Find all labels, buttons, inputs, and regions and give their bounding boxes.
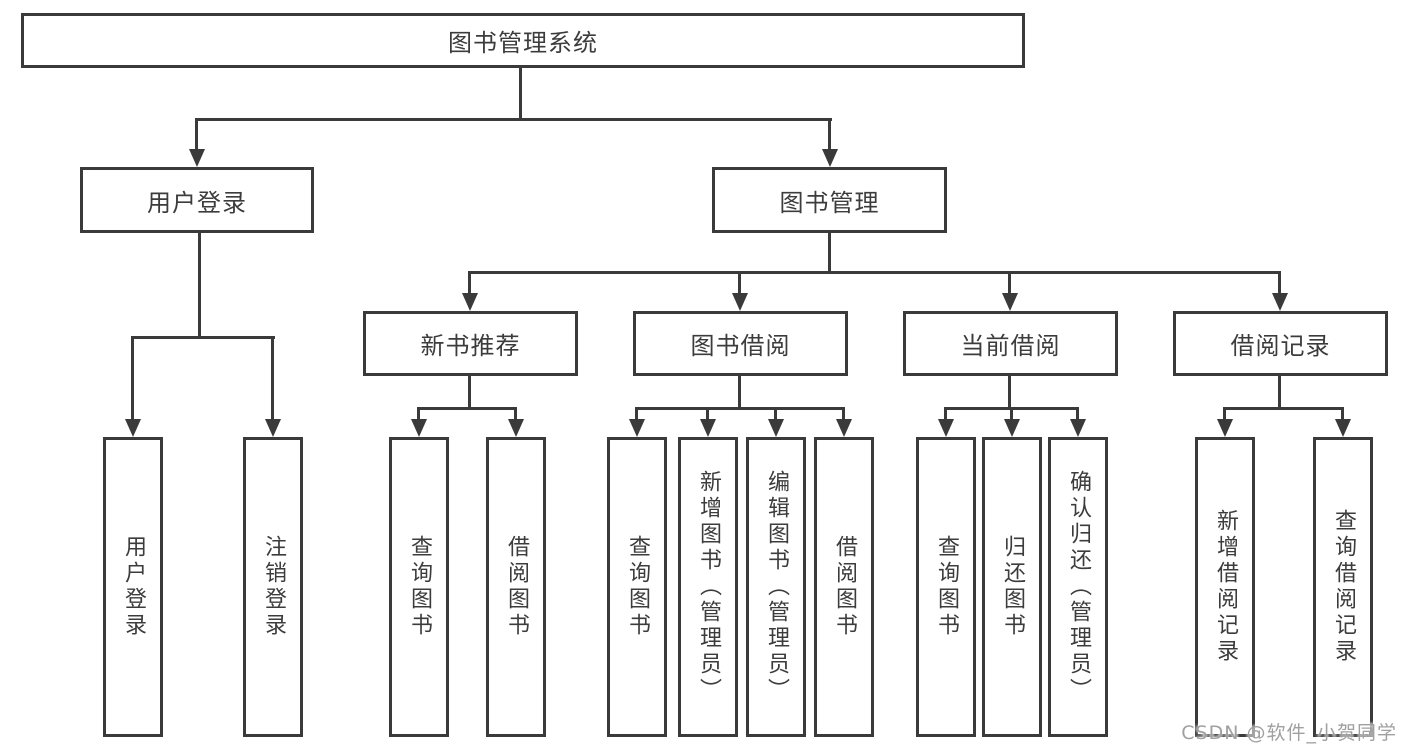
arrow-down-icon [508,419,524,437]
arrow-down-icon [1004,419,1020,437]
connector-line [514,407,517,421]
connector-line [1223,407,1344,410]
connector-line [1278,376,1281,410]
node-current-borrowing: 当前借阅 [903,311,1118,376]
node-label: 图书管理系统 [448,29,598,57]
arrow-down-icon [700,419,716,437]
arrow-down-icon [938,419,954,437]
node-label: 借阅图书 [832,535,857,639]
connector-line [842,407,845,421]
connector-line [635,407,845,410]
arrow-down-icon [125,419,141,437]
node-label: 查询借阅记录 [1331,509,1356,665]
node-user-login: 用户登录 [80,167,314,233]
connector-line [1010,407,1013,421]
node-book-management: 图书管理 [712,167,947,233]
node-borrow-records: 借阅记录 [1173,311,1388,376]
arrow-down-icon [1070,419,1086,437]
leaf-query-books-recommend: 查询图书 [389,437,449,737]
node-book-borrowing: 图书借阅 [633,311,848,376]
arrow-down-icon [768,419,784,437]
node-new-book-recommend: 新书推荐 [363,311,578,376]
node-label: 借阅图书 [504,535,529,639]
leaf-query-books-current: 查询图书 [916,437,976,737]
node-label: 用户登录 [147,188,247,217]
arrow-down-icon [1272,293,1288,311]
connector-line [1278,271,1281,295]
connector-line [828,118,831,151]
connector-line [1223,407,1226,421]
node-label: 当前借阅 [960,332,1061,360]
node-label: 编辑图书（管理员） [764,470,789,704]
leaf-user-login: 用户登录 [103,437,163,737]
connector-line [417,407,420,421]
leaf-borrow-books: 借阅图书 [814,437,874,737]
connector-line [468,376,471,410]
leaf-query-books-borrowing: 查询图书 [607,437,667,737]
node-label: 新增图书（管理员） [696,470,721,704]
connector-line [1008,376,1011,410]
csdn-watermark: CSDN @软件_小贺同学 [1181,722,1397,744]
node-label: 用户登录 [121,535,146,639]
leaf-edit-books-admin: 编辑图书（管理员） [746,437,806,737]
leaf-confirm-return-admin: 确认归还（管理员） [1048,437,1108,737]
leaf-add-books-admin: 新增图书（管理员） [678,437,738,737]
leaf-logout: 注销登录 [243,437,303,737]
arrow-down-icon [462,293,478,311]
connector-line [195,118,198,151]
leaf-add-borrow-record: 新增借阅记录 [1195,437,1255,737]
connector-line [1008,271,1011,295]
connector-line [1341,407,1344,421]
arrow-down-icon [629,419,645,437]
node-label: 图书借阅 [690,332,791,360]
node-label: 借阅记录 [1230,332,1331,360]
connector-line [519,68,522,120]
arrow-down-icon [836,419,852,437]
arrow-down-icon [411,419,427,437]
arrow-down-icon [822,149,838,167]
connector-line [468,271,1281,274]
node-label: 确认归还（管理员） [1066,470,1091,704]
connector-line [828,233,831,274]
leaf-borrow-books-recommend: 借阅图书 [486,437,546,737]
connector-line [944,407,947,421]
arrow-down-icon [1002,293,1018,311]
connector-line [635,407,638,421]
node-label: 图书管理 [779,188,880,217]
connector-line [271,336,274,421]
connector-line [132,336,275,339]
arrow-down-icon [732,293,748,311]
connector-line [738,271,741,295]
node-label: 查询图书 [625,535,650,639]
node-root-library-system: 图书管理系统 [21,13,1025,68]
node-label: 归还图书 [1000,535,1025,639]
connector-line [198,233,201,339]
connector-line [131,336,134,421]
node-label: 查询图书 [934,535,959,639]
leaf-query-borrow-record: 查询借阅记录 [1313,437,1373,737]
arrow-down-icon [1335,419,1351,437]
arrow-down-icon [265,419,281,437]
leaf-return-books: 归还图书 [982,437,1042,737]
connector-line [706,407,709,421]
arrow-down-icon [1217,419,1233,437]
connector-line [417,407,517,410]
node-label: 新增借阅记录 [1213,509,1238,665]
connector-line [1076,407,1079,421]
connector-line [468,271,471,295]
arrow-down-icon [189,149,205,167]
node-label: 查询图书 [407,535,432,639]
connector-line [738,376,741,410]
connector-line [774,407,777,421]
node-label: 新书推荐 [420,332,521,360]
node-label: 注销登录 [261,535,286,639]
connector-line [196,118,832,121]
